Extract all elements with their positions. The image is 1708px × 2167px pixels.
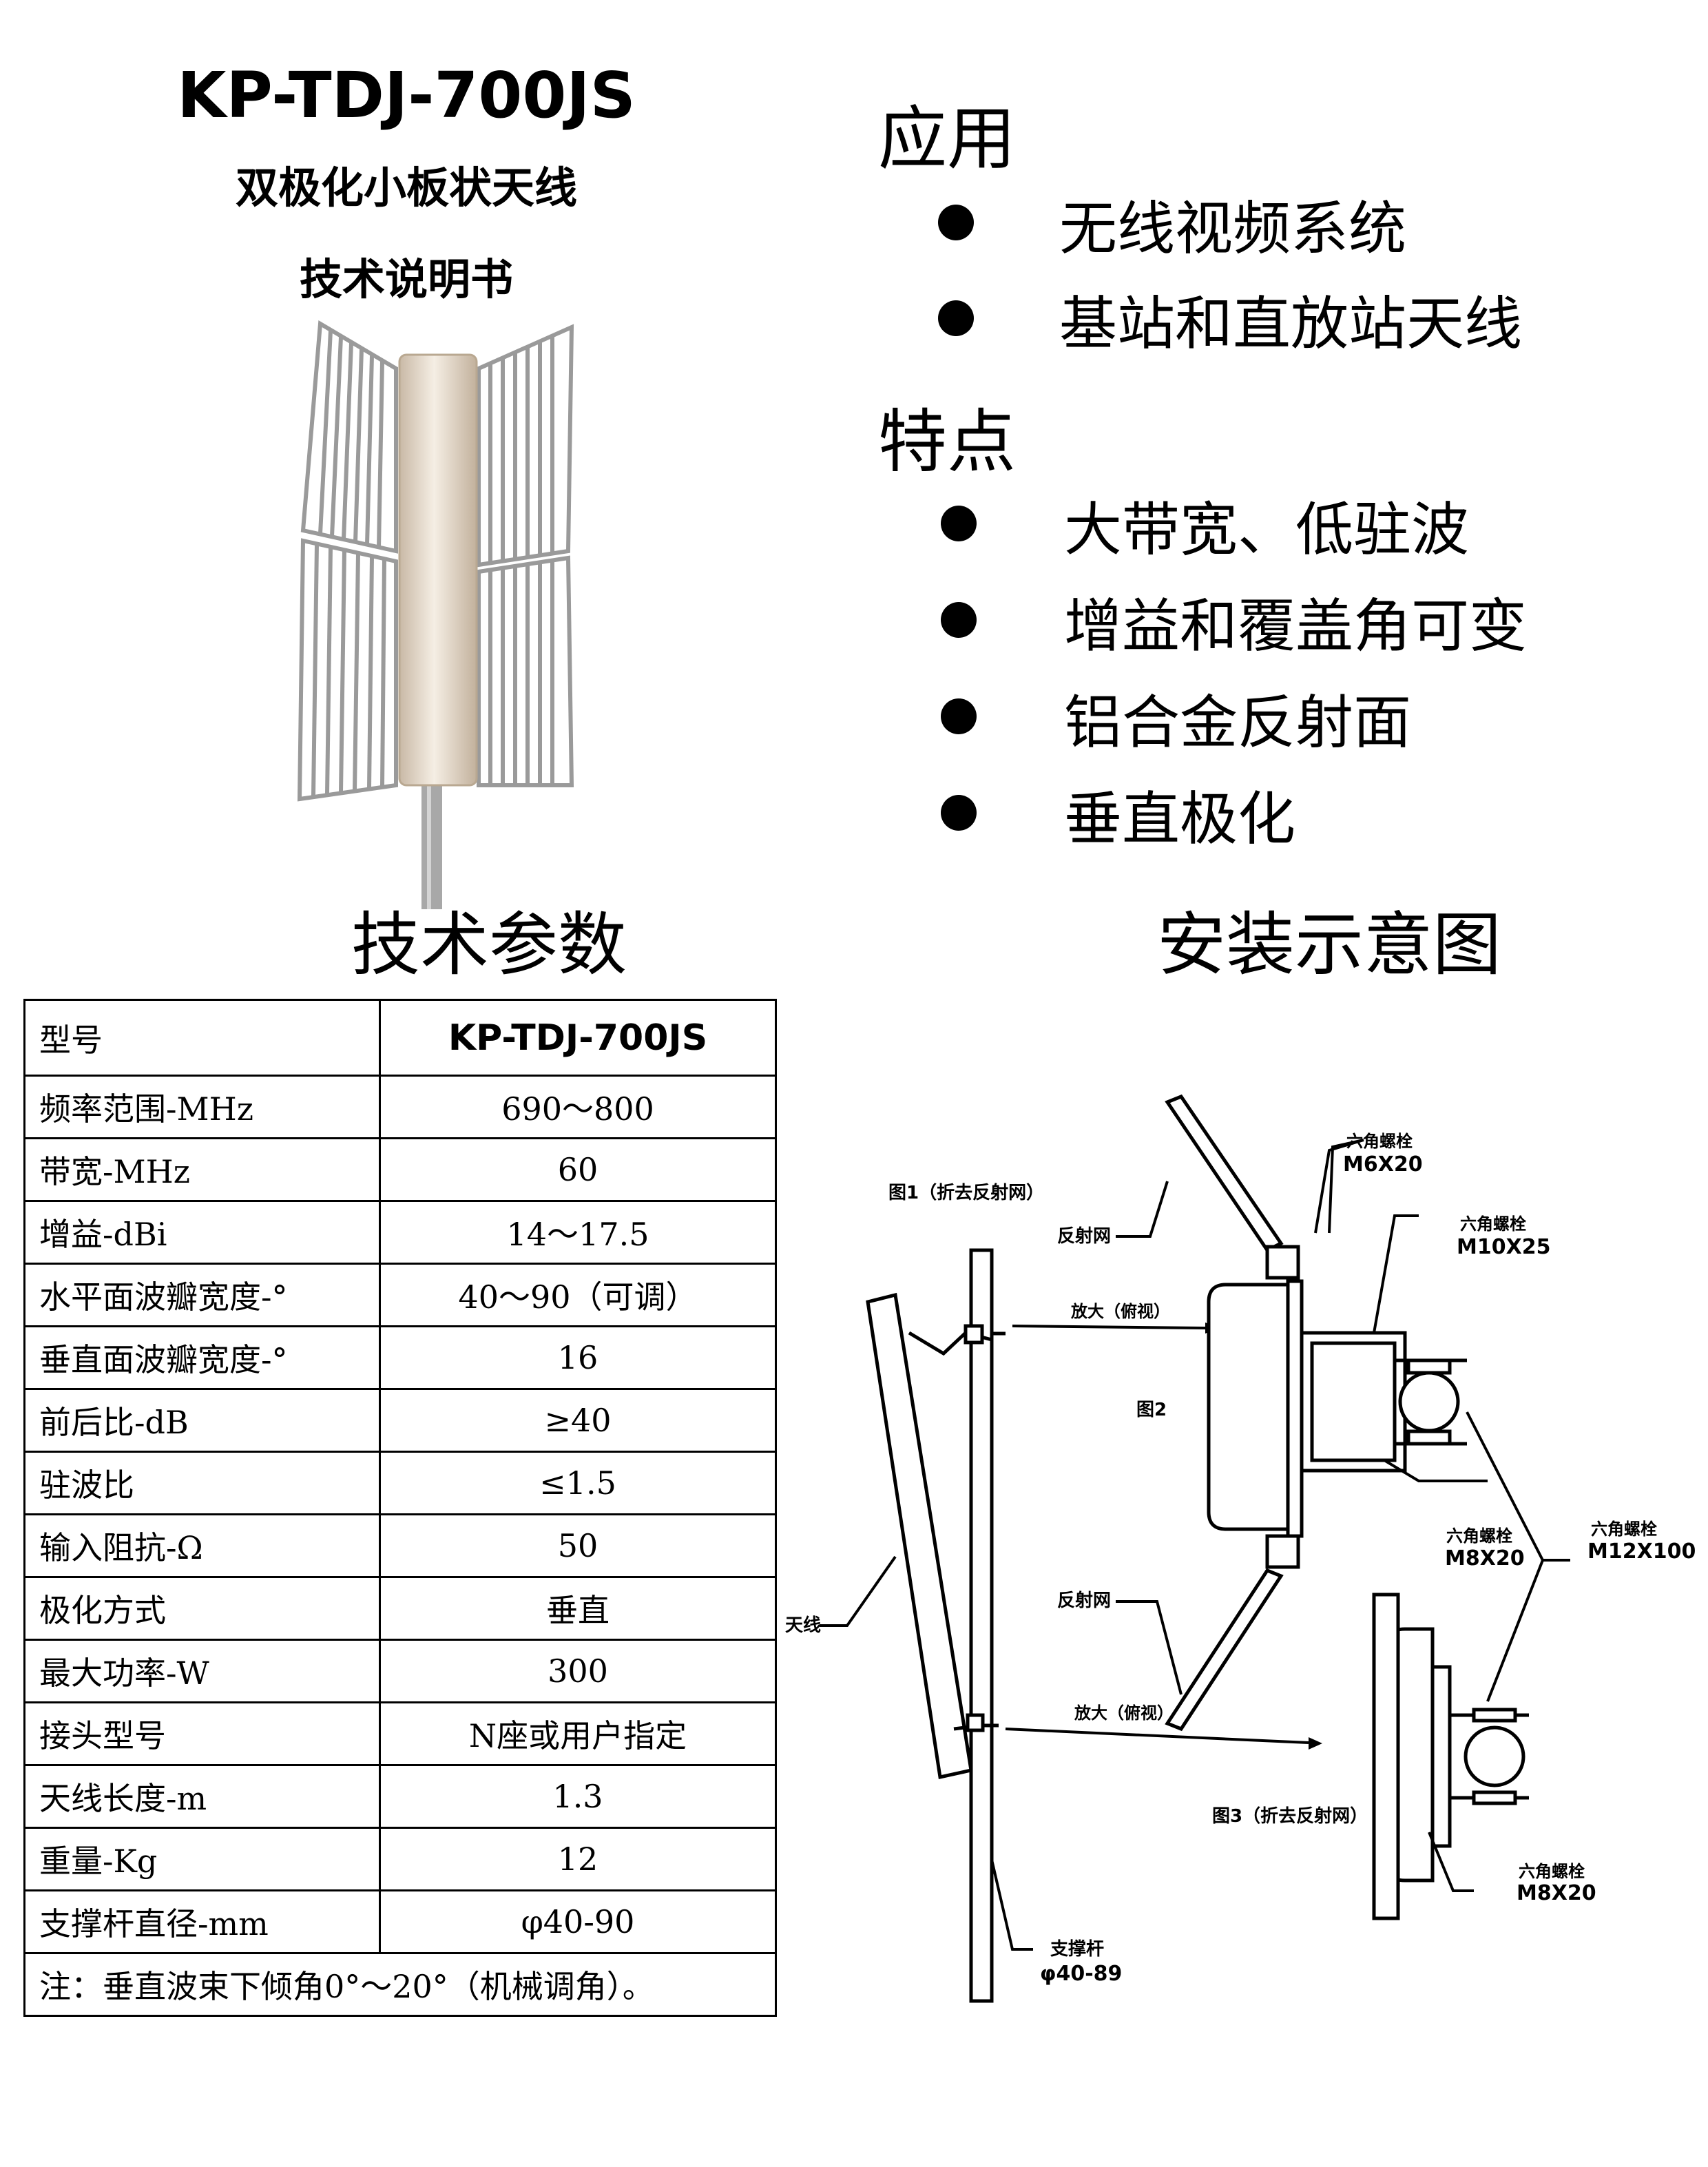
table-row: 增益-dBi 14～17.5 <box>23 1200 777 1265</box>
spec-label: 驻波比 <box>23 1451 381 1515</box>
spec-value: 14～17.5 <box>379 1200 777 1265</box>
spec-value: φ40-90 <box>379 1889 777 1954</box>
antenna-pole-shape <box>421 778 442 909</box>
antenna-radome <box>398 353 478 787</box>
spec-label: 带宽-MHz <box>23 1137 381 1202</box>
diagram-label: 放大（俯视） <box>1070 1302 1170 1321</box>
application-item: 基站和直放站天线 <box>1059 290 1523 357</box>
antenna-side-shape <box>866 1292 973 1780</box>
bolt-size-label: M8X20 <box>1517 1881 1596 1905</box>
table-row: 接头型号 N座或用户指定 <box>23 1701 777 1766</box>
table-row: 输入阻抗-Ω 50 <box>23 1513 777 1578</box>
bullet-dot <box>941 506 977 541</box>
bolt-label: 六角螺栓 <box>1346 1132 1413 1151</box>
diagram-label: 天线 <box>785 1615 821 1636</box>
bolt-size-label: M12X100 <box>1587 1539 1696 1564</box>
spec-value: 50 <box>379 1513 777 1578</box>
table-row: 前后比-dB ≥40 <box>23 1388 777 1453</box>
spec-label: 最大功率-W <box>23 1639 381 1703</box>
spec-value: 300 <box>379 1639 777 1703</box>
bullet-dot <box>941 602 977 638</box>
bolt-label: 六角螺栓 <box>1519 1862 1585 1881</box>
spec-label: 接头型号 <box>23 1701 381 1766</box>
bullet-dot <box>941 698 977 734</box>
spec-value: 40～90（可调） <box>379 1263 777 1327</box>
pole-shape <box>969 1248 994 2003</box>
right-reflector-grid <box>477 324 574 787</box>
bullet-dot <box>938 300 974 336</box>
spec-value: 60 <box>379 1137 777 1202</box>
spec-label: 输入阻抗-Ω <box>23 1513 381 1578</box>
spec-label: 频率范围-MHz <box>23 1075 381 1139</box>
spec-value: 垂直 <box>379 1576 777 1641</box>
spec-heading: 技术参数 <box>351 904 627 985</box>
diagram-label: 图1（折去反射网） <box>888 1183 1044 1203</box>
feature-item: 铝合金反射面 <box>1064 689 1412 756</box>
spec-value: ≤1.5 <box>379 1451 777 1515</box>
manual-title: 技术说明书 <box>299 254 513 304</box>
diagram-label: 放大（俯视） <box>1074 1703 1174 1723</box>
spec-label: 前后比-dB <box>23 1388 381 1453</box>
table-row: 支撑杆直径-mm φ40-90 <box>23 1889 777 1954</box>
bolt-size-label: M10X25 <box>1457 1235 1550 1259</box>
table-row: 频率范围-MHz 690～800 <box>23 1075 777 1139</box>
spec-note: 注：垂直波束下倾角0°～20°（机械调角）。 <box>23 1952 777 2017</box>
table-row: 型号 KP-TDJ-700JS <box>23 999 777 1077</box>
spec-value: 1.3 <box>379 1764 777 1829</box>
spec-value: ≥40 <box>379 1388 777 1453</box>
spec-value: 12 <box>379 1827 777 1891</box>
bolt-label: 六角螺栓 <box>1591 1520 1657 1539</box>
bolt-label: 六角螺栓 <box>1460 1214 1526 1234</box>
bolt-label: 六角螺栓 <box>1446 1526 1512 1546</box>
spec-table: 型号 KP-TDJ-700JS 频率范围-MHz 690～800 带宽-MHz … <box>23 999 777 2017</box>
table-row: 驻波比 ≤1.5 <box>23 1451 777 1515</box>
spec-label: 极化方式 <box>23 1576 381 1641</box>
feature-item: 增益和覆盖角可变 <box>1064 592 1528 660</box>
diagram-label: 图2 <box>1136 1400 1167 1420</box>
applications-heading: 应用 <box>878 98 1016 179</box>
spec-label: 垂直面波瓣宽度-° <box>23 1325 381 1390</box>
spec-value: 16 <box>379 1325 777 1390</box>
diagram-label: 反射网 <box>1057 1226 1111 1247</box>
table-row: 极化方式 垂直 <box>23 1576 777 1641</box>
bullet-dot <box>941 795 977 831</box>
table-row: 垂直面波瓣宽度-° 16 <box>23 1325 777 1390</box>
spec-label: 增益-dBi <box>23 1200 381 1265</box>
feature-item: 垂直极化 <box>1064 785 1296 853</box>
diagram-label: 反射网 <box>1057 1590 1111 1611</box>
top-view-body <box>1207 1283 1290 1531</box>
product-model-title: KP-TDJ-700JS <box>177 59 636 132</box>
features-heading: 特点 <box>878 402 1016 482</box>
spec-label: 重量-Kg <box>23 1827 381 1891</box>
bolt-size-label: M8X20 <box>1445 1546 1525 1570</box>
spec-label: 天线长度-m <box>23 1764 381 1829</box>
bullet-dot <box>938 205 974 240</box>
antenna-photo <box>297 320 574 909</box>
table-row: 天线长度-m 1.3 <box>23 1764 777 1829</box>
table-row: 最大功率-W 300 <box>23 1639 777 1703</box>
left-reflector-grid <box>297 320 398 802</box>
spec-label: 型号 <box>23 999 381 1077</box>
table-row: 水平面波瓣宽度-° 40～90（可调） <box>23 1263 777 1327</box>
table-row: 带宽-MHz 60 <box>23 1137 777 1202</box>
application-item: 无线视频系统 <box>1059 195 1407 262</box>
spec-value: 690～800 <box>379 1075 777 1139</box>
spec-value: N座或用户指定 <box>379 1701 777 1766</box>
bolt-size-label: M6X20 <box>1343 1152 1423 1176</box>
install-heading: 安装示意图 <box>1157 904 1501 985</box>
spec-value: KP-TDJ-700JS <box>379 999 777 1077</box>
table-row: 注：垂直波束下倾角0°～20°（机械调角）。 <box>23 1952 777 2017</box>
table-row: 重量-Kg 12 <box>23 1827 777 1891</box>
spec-label: 水平面波瓣宽度-° <box>23 1263 381 1327</box>
installation-diagram: 图1（折去反射网） 反射网 放大（俯视） 图2 反射网 放大（俯视） 天线 图3… <box>785 1094 1696 2003</box>
diagram-label: 图3（折去反射网） <box>1212 1806 1368 1827</box>
diagram-label: 支撑杆 <box>1050 1939 1104 1960</box>
spec-label: 支撑杆直径-mm <box>23 1889 381 1954</box>
feature-item: 大带宽、低驻波 <box>1064 496 1470 563</box>
diagram-label: φ40-89 <box>1040 1962 1122 1986</box>
product-subtitle: 双极化小板状天线 <box>235 163 577 213</box>
